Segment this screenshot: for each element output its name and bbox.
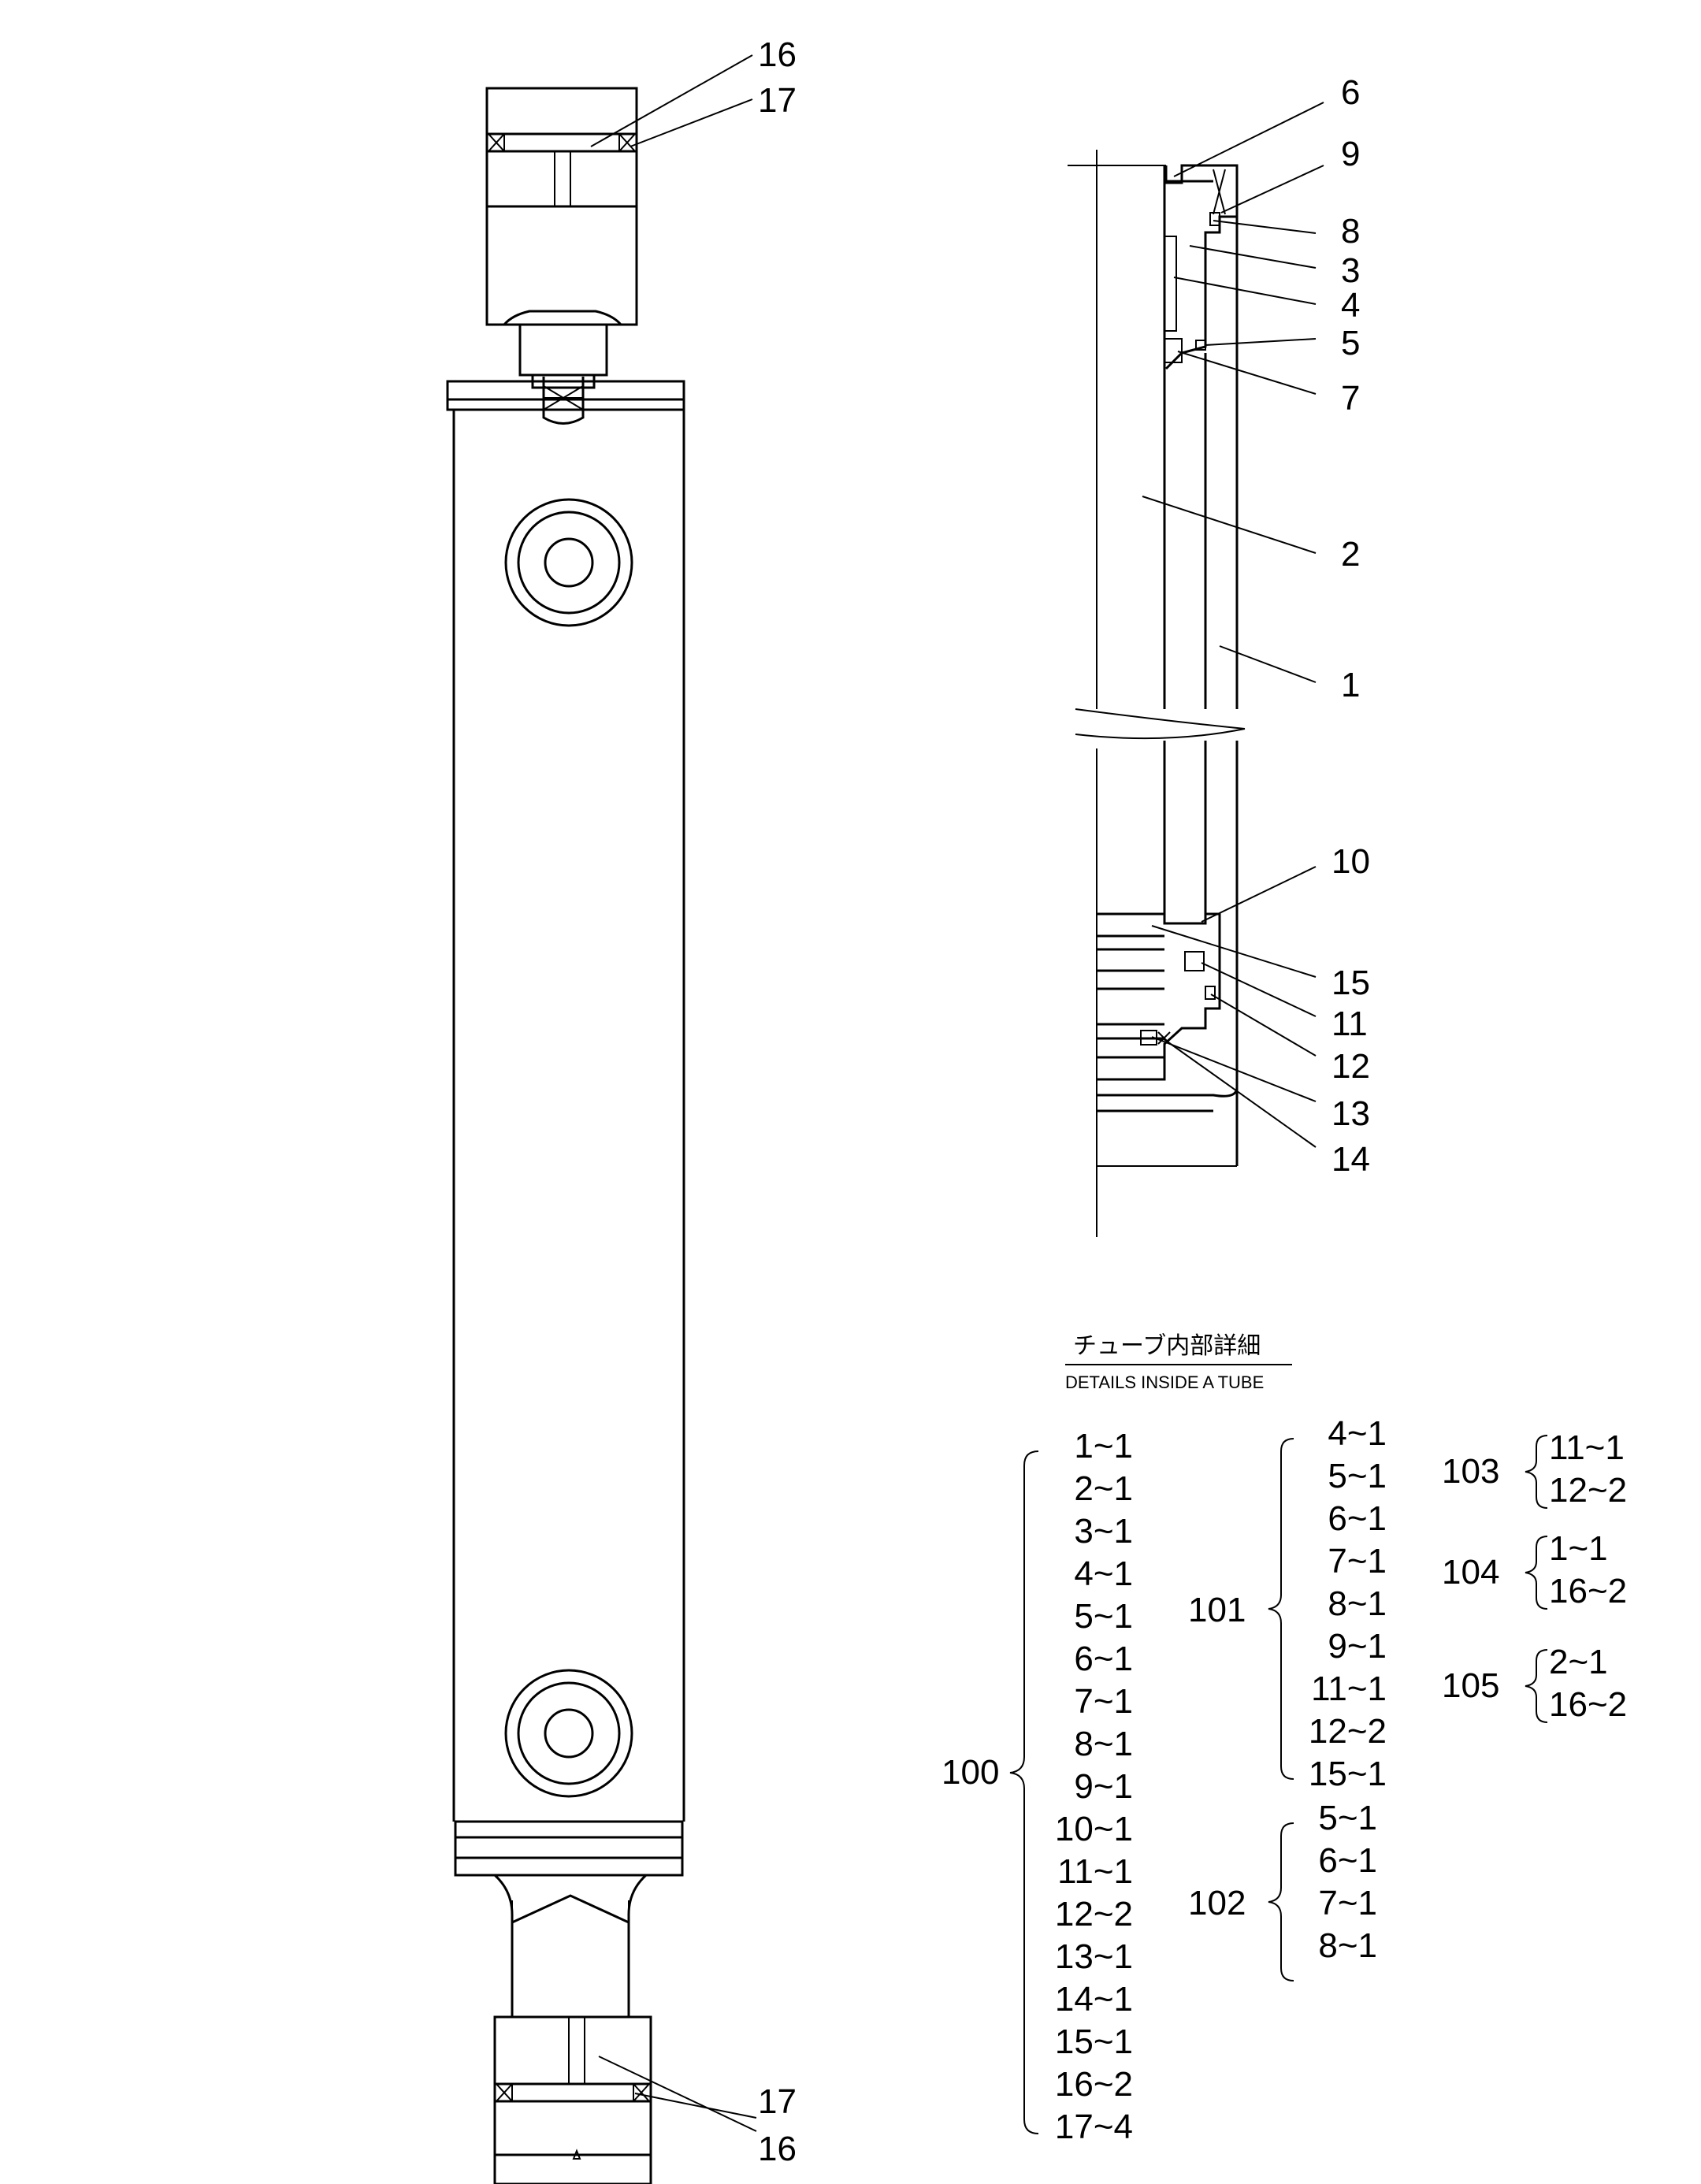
label-top-16: 16 (758, 35, 797, 74)
kit-102-group: 102 5~1 6~1 7~1 8~1 (1188, 1799, 1377, 1982)
label-detail-10: 10 (1331, 842, 1370, 881)
label-detail-2: 2 (1341, 535, 1360, 574)
kit-103-item: 11~1 (1549, 1428, 1625, 1467)
kit-104-group: 104 1~1 16~2 (1442, 1529, 1627, 1610)
label-detail-1: 1 (1341, 666, 1360, 704)
label-detail-11: 11 (1331, 1005, 1368, 1043)
kit-100-item: 6~1 (1074, 1640, 1133, 1678)
cylinder-assembly-view (446, 54, 757, 2184)
tube-detail-section (1068, 102, 1324, 1237)
kit-100-item: 12~2 (1055, 1895, 1133, 1933)
kit-100-item: 5~1 (1074, 1597, 1133, 1636)
kit-103-group: 103 11~1 12~2 (1442, 1428, 1627, 1510)
kit-101-item: 5~1 (1328, 1457, 1387, 1495)
kit-101-item: 6~1 (1328, 1499, 1387, 1538)
kit-101-item: 7~1 (1328, 1542, 1387, 1580)
label-bottom-16: 16 (758, 2130, 797, 2168)
kit-102-item: 8~1 (1318, 1926, 1377, 1965)
kit-101-item: 9~1 (1328, 1627, 1387, 1666)
kit-100-item: 17~4 (1055, 2108, 1133, 2146)
kit-104-item: 16~2 (1549, 1572, 1627, 1610)
head-gland (446, 377, 685, 425)
label-detail-6: 6 (1341, 73, 1360, 112)
label-detail-7: 7 (1341, 379, 1360, 418)
kit-100-item: 4~1 (1074, 1554, 1133, 1593)
kit-105-group: 105 2~1 16~2 (1442, 1643, 1627, 1724)
kit-102-item: 7~1 (1318, 1884, 1377, 1922)
kit-102-item: 6~1 (1318, 1841, 1377, 1880)
label-top-17: 17 (758, 81, 797, 120)
kit-100-group: 100 1~1 2~1 3~1 4~1 5~1 6~1 7~1 8~1 9~1 … (941, 1427, 1133, 2146)
bottom-clevis (493, 1874, 652, 2184)
label-detail-12: 12 (1331, 1047, 1370, 1086)
kit-104-item: 1~1 (1549, 1529, 1608, 1568)
kit-101-item: 12~2 (1309, 1712, 1387, 1751)
kit-100-item: 2~1 (1074, 1469, 1133, 1508)
kit-104-code: 104 (1442, 1553, 1499, 1592)
kit-105-item: 2~1 (1549, 1643, 1608, 1681)
kit-101-group: 101 4~1 5~1 6~1 7~1 8~1 9~1 11~1 12~2 15… (1188, 1414, 1387, 1793)
kit-103-item: 12~2 (1549, 1471, 1627, 1510)
label-detail-15: 15 (1331, 964, 1370, 1002)
label-detail-5: 5 (1341, 324, 1360, 362)
kit-100-code: 100 (941, 1753, 999, 1792)
kit-101-item: 15~1 (1309, 1755, 1387, 1793)
kit-100-item: 14~1 (1055, 1980, 1133, 2019)
upper-port (504, 498, 633, 627)
label-bottom-17: 17 (758, 2082, 797, 2121)
label-detail-9: 9 (1341, 135, 1360, 173)
label-detail-4: 4 (1341, 286, 1360, 325)
bottom-bushing-seal (496, 2083, 650, 2102)
label-detail-13: 13 (1331, 1094, 1370, 1133)
kit-102-code: 102 (1188, 1884, 1246, 1922)
kit-100-item: 9~1 (1074, 1767, 1133, 1806)
kit-100-item: 15~1 (1055, 2022, 1133, 2061)
kit-100-item: 3~1 (1074, 1512, 1133, 1551)
top-bushing-seal (488, 133, 636, 152)
kit-100-item: 16~2 (1055, 2065, 1133, 2104)
kit-100-item: 8~1 (1074, 1725, 1133, 1763)
detail-caption-japanese: チューブ内部詳細 (1073, 1333, 1261, 1359)
kit-101-item: 11~1 (1311, 1670, 1387, 1708)
lower-port (504, 1669, 633, 1798)
kit-100-item: 7~1 (1074, 1682, 1133, 1721)
kit-105-code: 105 (1442, 1666, 1499, 1705)
kit-101-item: 4~1 (1328, 1414, 1387, 1453)
kit-100-item: 13~1 (1055, 1937, 1133, 1976)
kit-103-code: 103 (1442, 1452, 1499, 1491)
label-detail-3: 3 (1341, 251, 1360, 290)
kit-102-item: 5~1 (1318, 1799, 1377, 1837)
kit-101-item: 8~1 (1328, 1584, 1387, 1623)
label-detail-8: 8 (1341, 212, 1360, 251)
kit-105-item: 16~2 (1549, 1685, 1627, 1724)
detail-caption-english: DETAILS INSIDE A TUBE (1065, 1372, 1264, 1392)
kit-100-item: 1~1 (1074, 1427, 1133, 1465)
kit-100-item: 10~1 (1055, 1810, 1133, 1848)
kit-100-item: 11~1 (1057, 1852, 1133, 1891)
cylinder-tube (452, 410, 685, 1877)
label-detail-14: 14 (1331, 1140, 1370, 1179)
kit-101-code: 101 (1188, 1591, 1246, 1629)
